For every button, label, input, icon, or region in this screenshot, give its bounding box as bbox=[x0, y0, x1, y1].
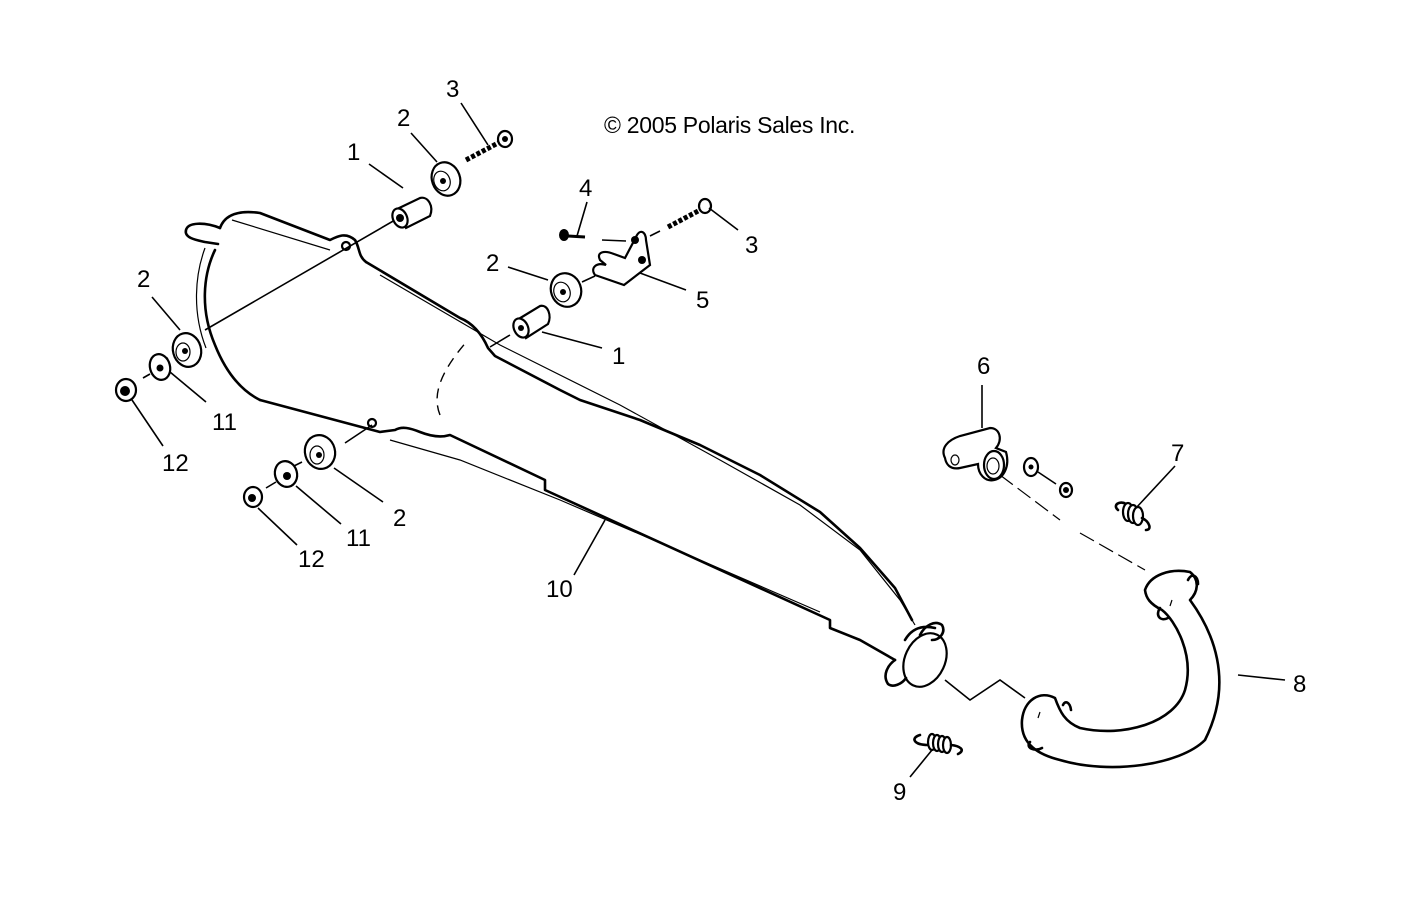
callout-c3a: 3 bbox=[446, 76, 459, 103]
bushing-middle bbox=[512, 304, 551, 340]
leader-c2a bbox=[410, 132, 438, 163]
bolt-bracket bbox=[649, 197, 713, 237]
grommet-upper bbox=[430, 161, 462, 197]
callout-c10: 10 bbox=[546, 576, 573, 603]
flange-axis bbox=[1037, 471, 1057, 485]
leader-c1a bbox=[368, 163, 404, 189]
leader-c4 bbox=[576, 201, 588, 237]
leader-c10 bbox=[573, 519, 606, 576]
leader-c5 bbox=[639, 272, 687, 291]
leader-c7 bbox=[1135, 465, 1176, 509]
callout-c8: 8 bbox=[1293, 671, 1306, 698]
mount-axis-bracket bbox=[581, 275, 596, 283]
muffler bbox=[184, 210, 948, 688]
head-pipe bbox=[1020, 569, 1221, 769]
leader-c1b bbox=[541, 331, 603, 349]
leader-c11a bbox=[169, 371, 207, 403]
leader-c11b bbox=[295, 485, 342, 525]
callout-c11a: 11 bbox=[212, 409, 237, 436]
callout-c5: 5 bbox=[696, 287, 709, 314]
flange-nut bbox=[1058, 481, 1074, 499]
leader-c8 bbox=[1237, 674, 1286, 681]
mount-axis-middle bbox=[489, 334, 511, 348]
copyright-notice: © 2005 Polaris Sales Inc. bbox=[604, 112, 856, 138]
leader-c9 bbox=[909, 749, 933, 778]
callout-c9: 9 bbox=[893, 779, 906, 806]
mount-axis-lower bbox=[344, 424, 373, 444]
flange-to-headpipe-axis bbox=[999, 474, 1146, 571]
outlet-to-headpipe-axis bbox=[944, 679, 1026, 701]
nut-left-lower bbox=[242, 485, 264, 509]
bolt-upper bbox=[464, 129, 514, 163]
callout-c6: 6 bbox=[977, 353, 990, 380]
callout-c3b: 3 bbox=[745, 232, 758, 259]
callout-c2a: 2 bbox=[397, 105, 410, 132]
callout-c2b: 2 bbox=[486, 250, 499, 277]
flange-washer bbox=[1022, 456, 1040, 478]
washer-left-lower bbox=[273, 460, 299, 488]
callout-c11b: 11 bbox=[346, 525, 371, 552]
leader-c12b bbox=[257, 507, 298, 546]
washer-left-upper bbox=[148, 353, 172, 381]
bracket bbox=[592, 230, 652, 287]
mount-axis-left-upper-2 bbox=[142, 373, 151, 379]
leader-c2c bbox=[151, 296, 181, 331]
callout-c2c: 2 bbox=[137, 266, 150, 293]
spring-lower bbox=[913, 732, 963, 756]
screw bbox=[559, 229, 627, 242]
spring-upper bbox=[1114, 501, 1151, 532]
callout-c4: 4 bbox=[579, 175, 592, 202]
leader-c3a bbox=[460, 102, 489, 146]
leader-c3b bbox=[708, 207, 739, 231]
grommet-left-upper bbox=[171, 332, 203, 368]
nut-left-upper bbox=[114, 377, 138, 403]
callout-c1a: 1 bbox=[347, 139, 360, 166]
exhaust-flange bbox=[942, 426, 1009, 482]
leader-c12a bbox=[131, 399, 164, 447]
callout-c2d: 2 bbox=[393, 505, 406, 532]
mount-axis-upper bbox=[204, 219, 396, 331]
callout-c7: 7 bbox=[1171, 440, 1184, 467]
callout-c1b: 1 bbox=[612, 343, 625, 370]
mount-axis-left-lower-2 bbox=[265, 481, 277, 489]
callout-c12a: 12 bbox=[162, 450, 189, 477]
bushing-upper bbox=[391, 196, 433, 230]
leader-lines bbox=[131, 102, 1286, 778]
callout-labels: 1 2 3 4 3 2 5 1 2 11 12 2 11 12 10 6 7 8… bbox=[137, 76, 1306, 806]
leader-c2d bbox=[333, 467, 384, 503]
callout-c12b: 12 bbox=[298, 546, 325, 573]
grommet-middle bbox=[549, 272, 583, 308]
grommet-left-lower bbox=[303, 434, 337, 470]
leader-c2b bbox=[507, 266, 549, 281]
